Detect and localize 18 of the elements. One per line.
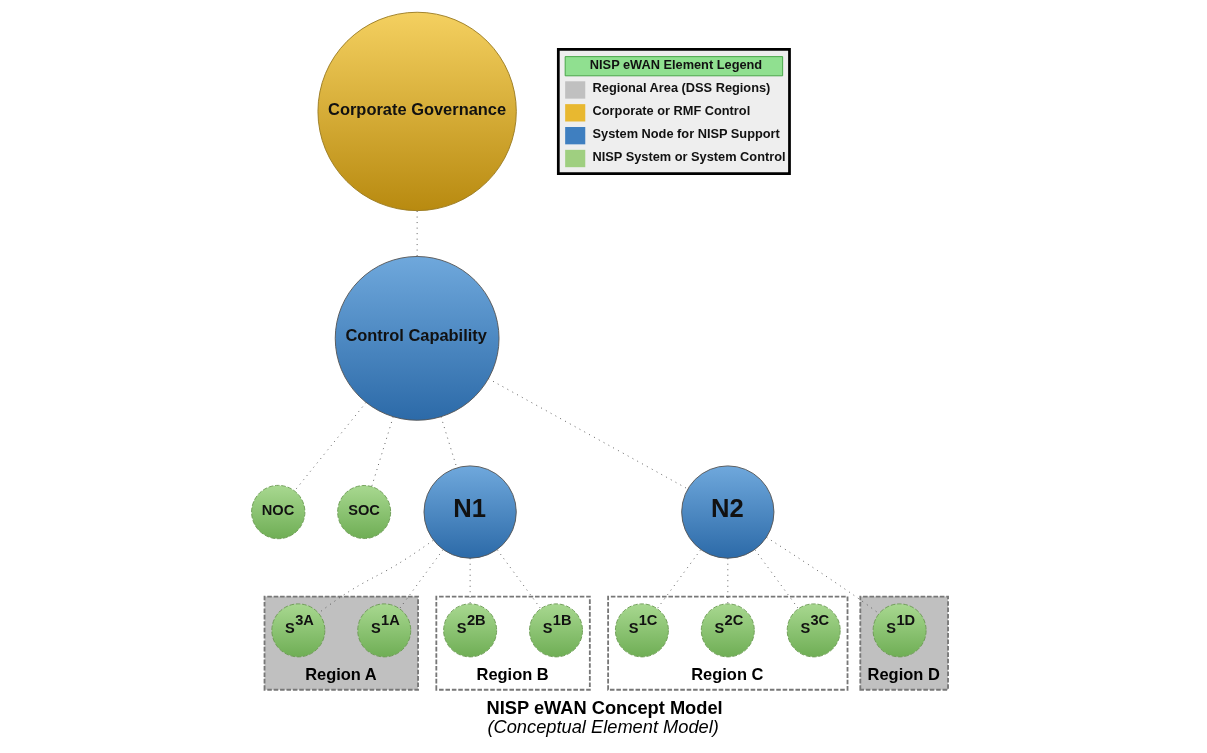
- diagram-title: NISP eWAN Concept Model: [486, 697, 723, 719]
- connector: [496, 549, 541, 609]
- legend-label: NISP System or System Control: [592, 148, 786, 164]
- connector: [766, 536, 880, 614]
- node-circle: NOC: [251, 484, 306, 540]
- node-circle: Control Capability: [334, 256, 500, 421]
- legend-label: Corporate or RMF Control: [592, 103, 751, 119]
- node-circle: N1: [423, 465, 517, 559]
- label: NISP eWAN Element Legend: [589, 56, 763, 72]
- node-circle: N2: [681, 465, 775, 559]
- connector: [318, 539, 434, 614]
- legend-label: Regional Area (DSS Regions): [592, 80, 771, 96]
- node-circle: Corporate Governance: [317, 11, 517, 212]
- connector: [371, 416, 394, 487]
- legend-label: System Node for NISP Support: [592, 126, 780, 142]
- node-circle: SOC: [337, 485, 392, 539]
- connector: [416, 210, 418, 257]
- connector: [754, 549, 799, 609]
